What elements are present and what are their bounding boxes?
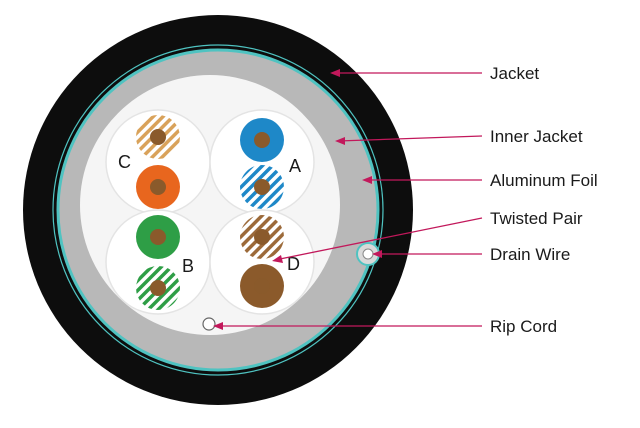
pair-d xyxy=(240,215,284,308)
pair-c xyxy=(136,115,180,209)
pair-group-d xyxy=(209,209,315,315)
pair-a xyxy=(240,118,284,209)
pair-d-striped-conductor xyxy=(254,229,270,245)
rip-cord-shape xyxy=(202,317,216,331)
pair-b-striped-conductor xyxy=(150,280,166,296)
callout-arrow-inner-jacket xyxy=(335,137,345,145)
callout-arrow-drain-wire xyxy=(372,250,382,258)
pair-letter-b: B xyxy=(182,256,194,276)
callout-arrow-jacket xyxy=(330,69,340,77)
pair-letter-d: D xyxy=(287,254,300,274)
pair-d-solid-conductor xyxy=(254,278,270,294)
callout-label-drain-wire: Drain Wire xyxy=(490,245,570,264)
callout-label-rip-cord: Rip Cord xyxy=(490,317,557,336)
drain-wire-core xyxy=(362,248,374,260)
pair-letter-a: A xyxy=(289,156,301,176)
callout-arrow-twisted-pair xyxy=(272,255,283,263)
pair-a-striped-conductor xyxy=(254,179,270,195)
callout-label-aluminum-foil: Aluminum Foil xyxy=(490,171,598,190)
aluminum-foil-ring xyxy=(56,48,380,372)
callout-label-twisted-pair: Twisted Pair xyxy=(490,209,583,228)
aluminum-foil-ring-outer xyxy=(52,44,384,376)
pair-b xyxy=(136,215,180,310)
callout-label-inner-jacket: Inner Jacket xyxy=(490,127,583,146)
pair-b-solid-conductor xyxy=(150,229,166,245)
callout-label-jacket: Jacket xyxy=(490,64,539,83)
pair-c-striped-conductor xyxy=(150,129,166,145)
callout-line-twisted-pair xyxy=(274,217,483,261)
callout-line-inner-jacket xyxy=(337,135,483,142)
pair-c-solid-conductor xyxy=(150,179,166,195)
callout-arrow-rip-cord xyxy=(213,322,223,330)
callout-arrow-aluminum-foil xyxy=(362,176,372,184)
pair-letter-c: C xyxy=(118,152,131,172)
pair-a-solid-conductor xyxy=(254,132,270,148)
